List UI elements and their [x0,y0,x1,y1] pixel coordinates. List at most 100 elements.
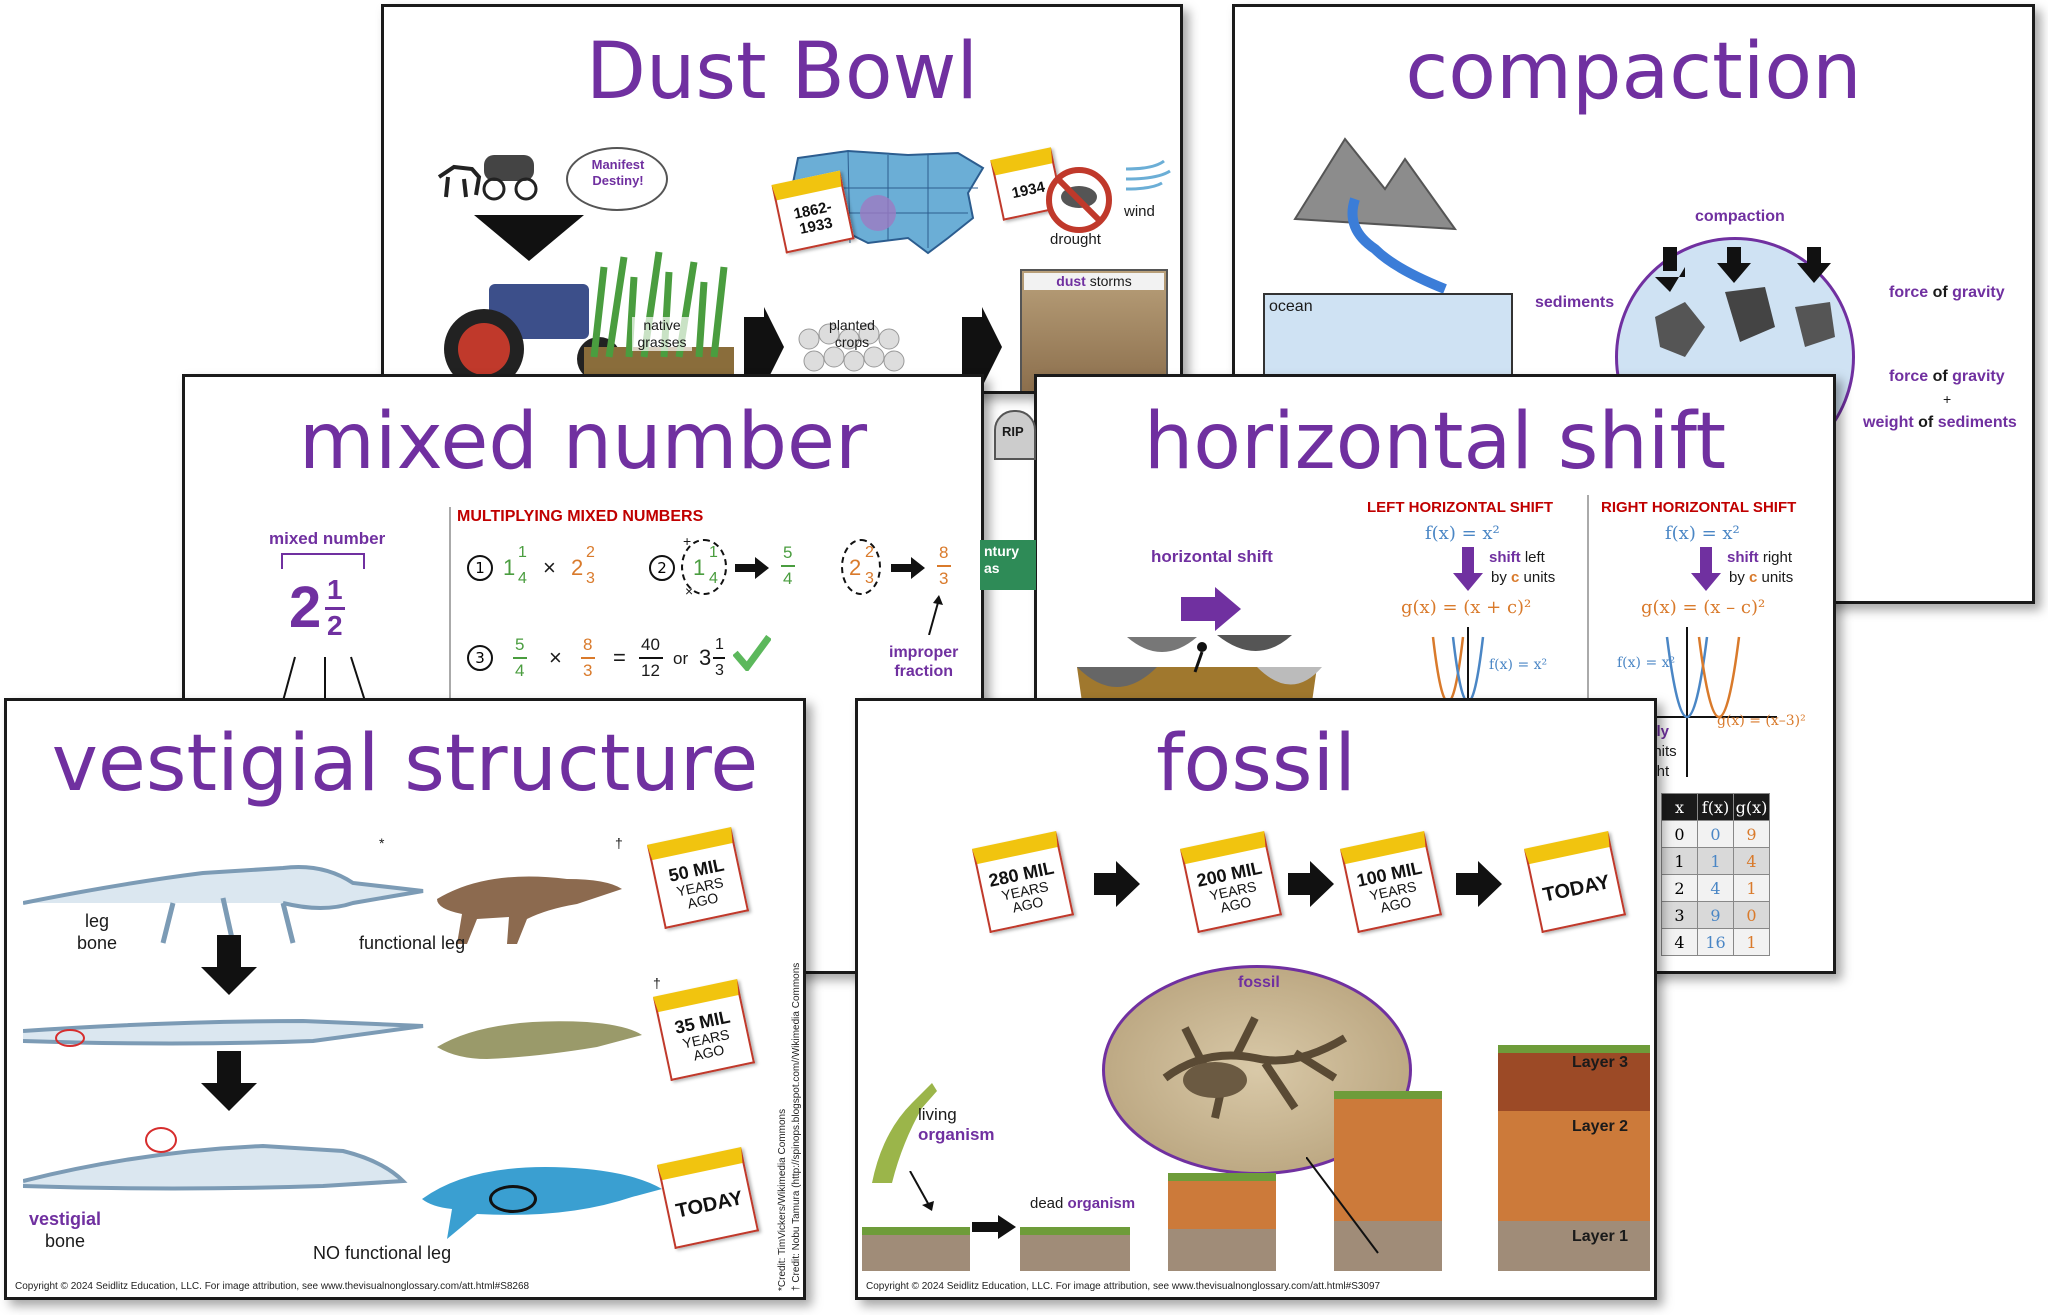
dead-word: dead [1030,1195,1064,1212]
footer-copyright: Copyright © 2024 Seidlitz Education, LLC… [15,1281,530,1292]
step1-a-whole: 1 [503,555,516,580]
dagger-mark: † [615,835,623,851]
ocean-label: ocean [1269,298,1313,315]
functional-leg-label: functional leg [359,933,466,953]
units-word: units [1523,569,1556,586]
right-fx: f(x) = x² [1665,523,1740,544]
force-of-gravity-label-2: force of gravity [1889,367,2005,386]
right-graph-fx: f(x) = x² [1617,655,1676,671]
arrow-down-icon [1453,547,1483,591]
multiplying-heading: MULTIPLYING MIXED NUMBERS [457,508,704,525]
step2b-whole: 2 [849,555,862,580]
s3-w: 3 [699,645,712,670]
left-shift-heading: LEFT HORIZONTAL SHIFT [1367,499,1554,516]
table-cell: 4 [1733,847,1770,875]
no-functional-leg-label: NO functional leg [313,1243,452,1263]
wind-icon [1125,159,1171,191]
left-graph-fx: f(x) = x² [1489,657,1548,673]
vestigial-word: vestigial [29,1209,102,1229]
pointer-arrows [282,656,366,701]
calendar-icon: TODAY [656,1146,760,1250]
tombstone-icon [994,410,1036,460]
table-cell: f(x) [1697,793,1734,821]
table-cell: 1 [1697,847,1734,875]
dagger-mark: † [653,975,661,991]
bone-word: bone [77,932,118,953]
calendar-icon: 100 MIL YEARS AGO [1339,830,1443,934]
organism-word: organism [1067,1195,1136,1212]
step-number: 1 [475,559,485,577]
mixed-number-label: mixed number [269,529,386,548]
card-title: vestigial structure [51,719,759,809]
mixed-whole: 2 [289,575,322,640]
calendar-icon: TODAY [1523,830,1627,934]
step1-a-num: 1 [518,544,527,561]
image-credit-1: *Credit: TimVickers/Wikimedia Commons [777,1108,788,1291]
table-cell: 2 [1661,874,1698,902]
manifest-destiny-cloud [566,147,668,211]
cycle-arrow-icon [681,539,727,595]
left-shift-text: shift left [1489,549,1545,567]
right-graph-gx: g(x) = (x–3)² [1717,713,1806,729]
c-letter: c [1749,569,1758,586]
table-cell: 1 [1661,847,1698,875]
mountain-river-image [1293,137,1458,294]
fraction-bar [781,565,795,567]
storms-word: storms [1089,273,1132,289]
arrow-right-icon [1094,861,1140,907]
step2-num: 1 [709,544,718,561]
card-title: fossil [1156,719,1356,809]
s3-rd: 12 [641,661,660,680]
gravity-word: gravity [1952,284,2005,301]
shift-word: shift [1727,549,1759,566]
pointer-line [1306,1157,1379,1254]
arrow-right-icon [1181,587,1241,631]
card-vestigial-structure: vestigial structure * † leg bone functio… [4,698,806,1300]
right-gx: g(x) = (x – c)² [1641,597,1766,618]
living-organism-label: living organism [918,1105,995,1146]
whale-mid-animal [437,1021,642,1059]
step1-a-den: 4 [518,570,527,587]
pointer-arrow-icon [909,1171,934,1211]
left-fx: f(x) = x² [1425,523,1500,544]
card-fossil: fossil 280 MIL YEARS AGO 200 MIL YEARS A… [855,698,1657,1300]
no-rain-icon [1046,167,1112,233]
fraction-bar [713,657,725,659]
wind-label: wind [1124,203,1155,220]
of-word: of [1932,284,1948,301]
cross-sign: × [685,583,694,599]
arrow-right-icon [962,307,1002,387]
green-sign [980,540,1036,590]
century-text-2: as [984,559,1000,576]
sediments-word: sediments [1937,414,2017,431]
by-word: by [1491,569,1507,586]
fossil-label: fossil [1238,974,1280,991]
mixed-den: 2 [327,610,343,641]
rocks-arrows-image [1655,247,1835,357]
vestigial-highlight [145,1127,177,1153]
table-cell: x [1661,793,1698,821]
weight-of-sediments-label: weight of sediments [1863,413,2017,432]
step-number: 3 [475,649,485,667]
fraction-bar [513,657,527,659]
right-word: right [1762,549,1793,566]
table-cell: 0 [1661,820,1698,848]
table-cell: 4 [1697,874,1734,902]
footer-copyright: Copyright © 2024 Seidlitz Education, LLC… [866,1281,1381,1292]
table-cell: 1 [1733,874,1770,902]
plus-sign: + [1943,391,1952,407]
step-number: 2 [657,559,667,577]
of-word: of [1918,414,1934,431]
dust-word: dust [1056,273,1086,289]
card-title: mixed number [298,397,868,487]
calendar-icon: 280 MIL YEARS AGO [971,830,1075,934]
result1-den: 4 [783,569,793,588]
table-cell: g(x) [1733,793,1770,821]
whale-ancestor-animal [437,876,622,944]
table-cell: 3 [1661,901,1698,929]
step2-whole: 1 [693,555,706,580]
by-word: by [1729,569,1745,586]
dolphin-image [422,1167,662,1239]
dead-organism-label: dead organism [1030,1195,1135,1213]
